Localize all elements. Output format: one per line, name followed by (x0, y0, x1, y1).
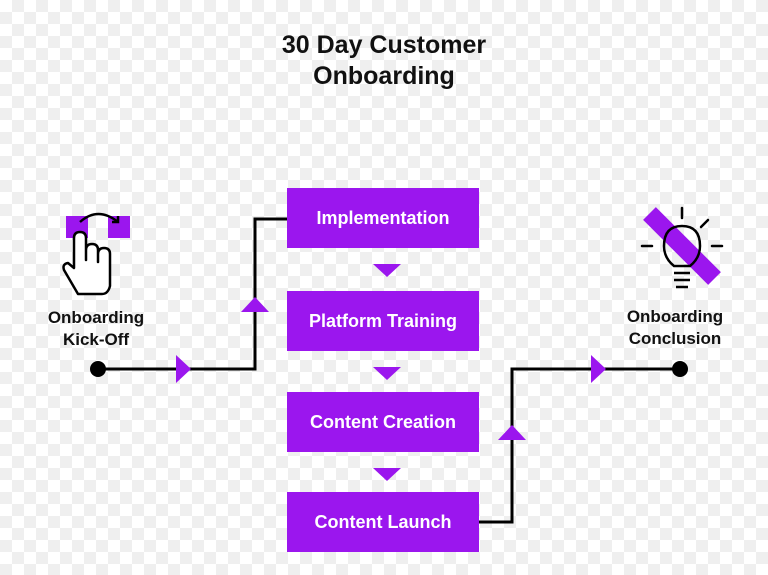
connector-launch-to-conclusion (479, 367, 680, 524)
hand-tap-icon (62, 212, 130, 296)
step-label-implementation: Implementation (316, 207, 450, 228)
arrow-up-right (498, 425, 526, 440)
arrow-down-1 (373, 264, 401, 277)
start-node-label-line-2: Kick-Off (62, 330, 130, 349)
step-label-platform-training: Platform Training (308, 310, 458, 331)
end-node-label: Onboarding Conclusion (600, 306, 750, 350)
step-label-content-creation: Content Creation (310, 411, 456, 432)
start-node-label: Onboarding Kick-Off (21, 307, 171, 351)
step-label-content-launch: Content Launch (314, 511, 452, 532)
arrow-up-left (241, 297, 269, 312)
step-box-platform-training: Platform Training (287, 291, 479, 351)
lightbulb-icon (640, 206, 724, 289)
arrow-down-2 (373, 367, 401, 380)
arrow-right-end (591, 355, 606, 383)
step-box-content-launch: Content Launch (287, 492, 479, 552)
step-box-implementation: Implementation (287, 188, 479, 248)
arrow-down-3 (373, 468, 401, 481)
step-box-content-creation: Content Creation (287, 392, 479, 452)
diagram-title-line-2: Onboarding (313, 62, 455, 90)
arrow-right-start (176, 355, 191, 383)
start-node-label-line-1: Onboarding (47, 308, 145, 327)
diagram-title-line-1: 30 Day Customer (281, 31, 487, 59)
end-node-label-line-1: Onboarding (626, 307, 724, 326)
end-dot (672, 361, 688, 377)
start-dot (90, 361, 106, 377)
end-node-label-line-2: Conclusion (628, 329, 722, 348)
